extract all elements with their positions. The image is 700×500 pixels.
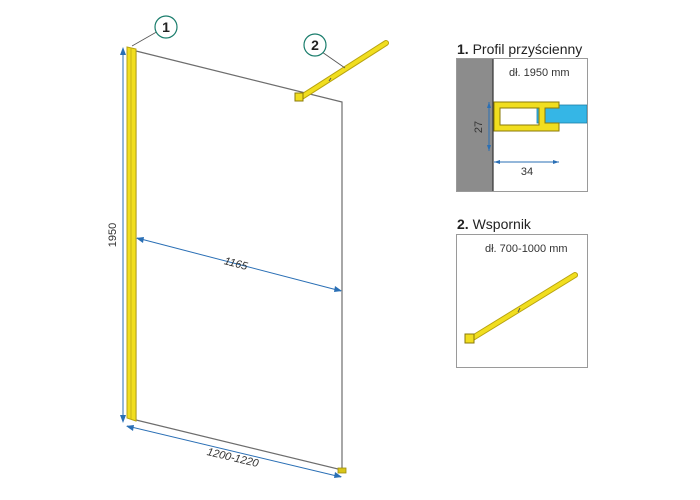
profile-width-arrow-left xyxy=(494,160,500,164)
profile-length-note: dł. 1950 mm xyxy=(509,67,570,79)
bracket-bar-joint xyxy=(517,307,521,313)
glass-width-line xyxy=(136,237,342,292)
profile-cross-section: 27 34 xyxy=(457,59,588,191)
profile-height-label: 27 xyxy=(473,121,485,133)
callout-1-leader xyxy=(131,29,161,47)
total-width-arrow-right xyxy=(334,472,342,478)
panel-profile-box: 27 34 dł. 1950 mm xyxy=(456,58,588,192)
profile-height-arrow-top xyxy=(487,102,491,108)
bracket-clamp xyxy=(464,333,475,344)
total-width-line xyxy=(126,425,342,478)
bottom-foot xyxy=(337,467,347,474)
panel-bracket-box: dł. 700-1000 mm xyxy=(456,234,588,368)
panel-bracket-title: 2. Wspornik xyxy=(457,216,531,232)
callout-2-leader xyxy=(321,51,346,69)
support-bar-inner xyxy=(298,41,388,100)
wall-block xyxy=(457,59,493,191)
panel-profile-title: 1. Profil przyścienny xyxy=(457,41,582,57)
callout-1-label: 1 xyxy=(162,19,170,35)
bracket-drawing xyxy=(464,272,578,344)
glass-width-arrow-right xyxy=(334,286,342,292)
bracket-bar xyxy=(469,273,577,341)
profile-u-channel xyxy=(493,101,560,132)
panel-bracket-title-text: Wspornik xyxy=(472,216,531,232)
profile-width-label: 34 xyxy=(521,166,533,178)
total-width-label: 1200-1220 xyxy=(206,446,261,470)
profile-height-arrow-bottom xyxy=(487,145,491,151)
total-width-arrow-left xyxy=(126,425,134,431)
support-bar-joint xyxy=(328,77,332,82)
bracket-length-note: dł. 700-1000 mm xyxy=(485,243,568,255)
support-clamp xyxy=(294,92,304,102)
panel-profile-title-text: Profil przyścienny xyxy=(472,41,583,57)
callout-2-circle xyxy=(303,33,327,57)
callout-2-label: 2 xyxy=(311,37,319,53)
glass-width-arrow-left xyxy=(136,237,144,243)
profile-width-arrow-right xyxy=(553,160,559,164)
height-arrow-top xyxy=(120,47,126,55)
height-dimension-label: 1950 xyxy=(107,223,119,247)
height-arrow-bottom xyxy=(120,415,126,423)
glass-width-label: 1165 xyxy=(223,255,250,273)
panel-profile-number: 1. xyxy=(457,41,469,57)
panel-bracket-number: 2. xyxy=(457,216,469,232)
callout-1-circle xyxy=(154,15,178,39)
